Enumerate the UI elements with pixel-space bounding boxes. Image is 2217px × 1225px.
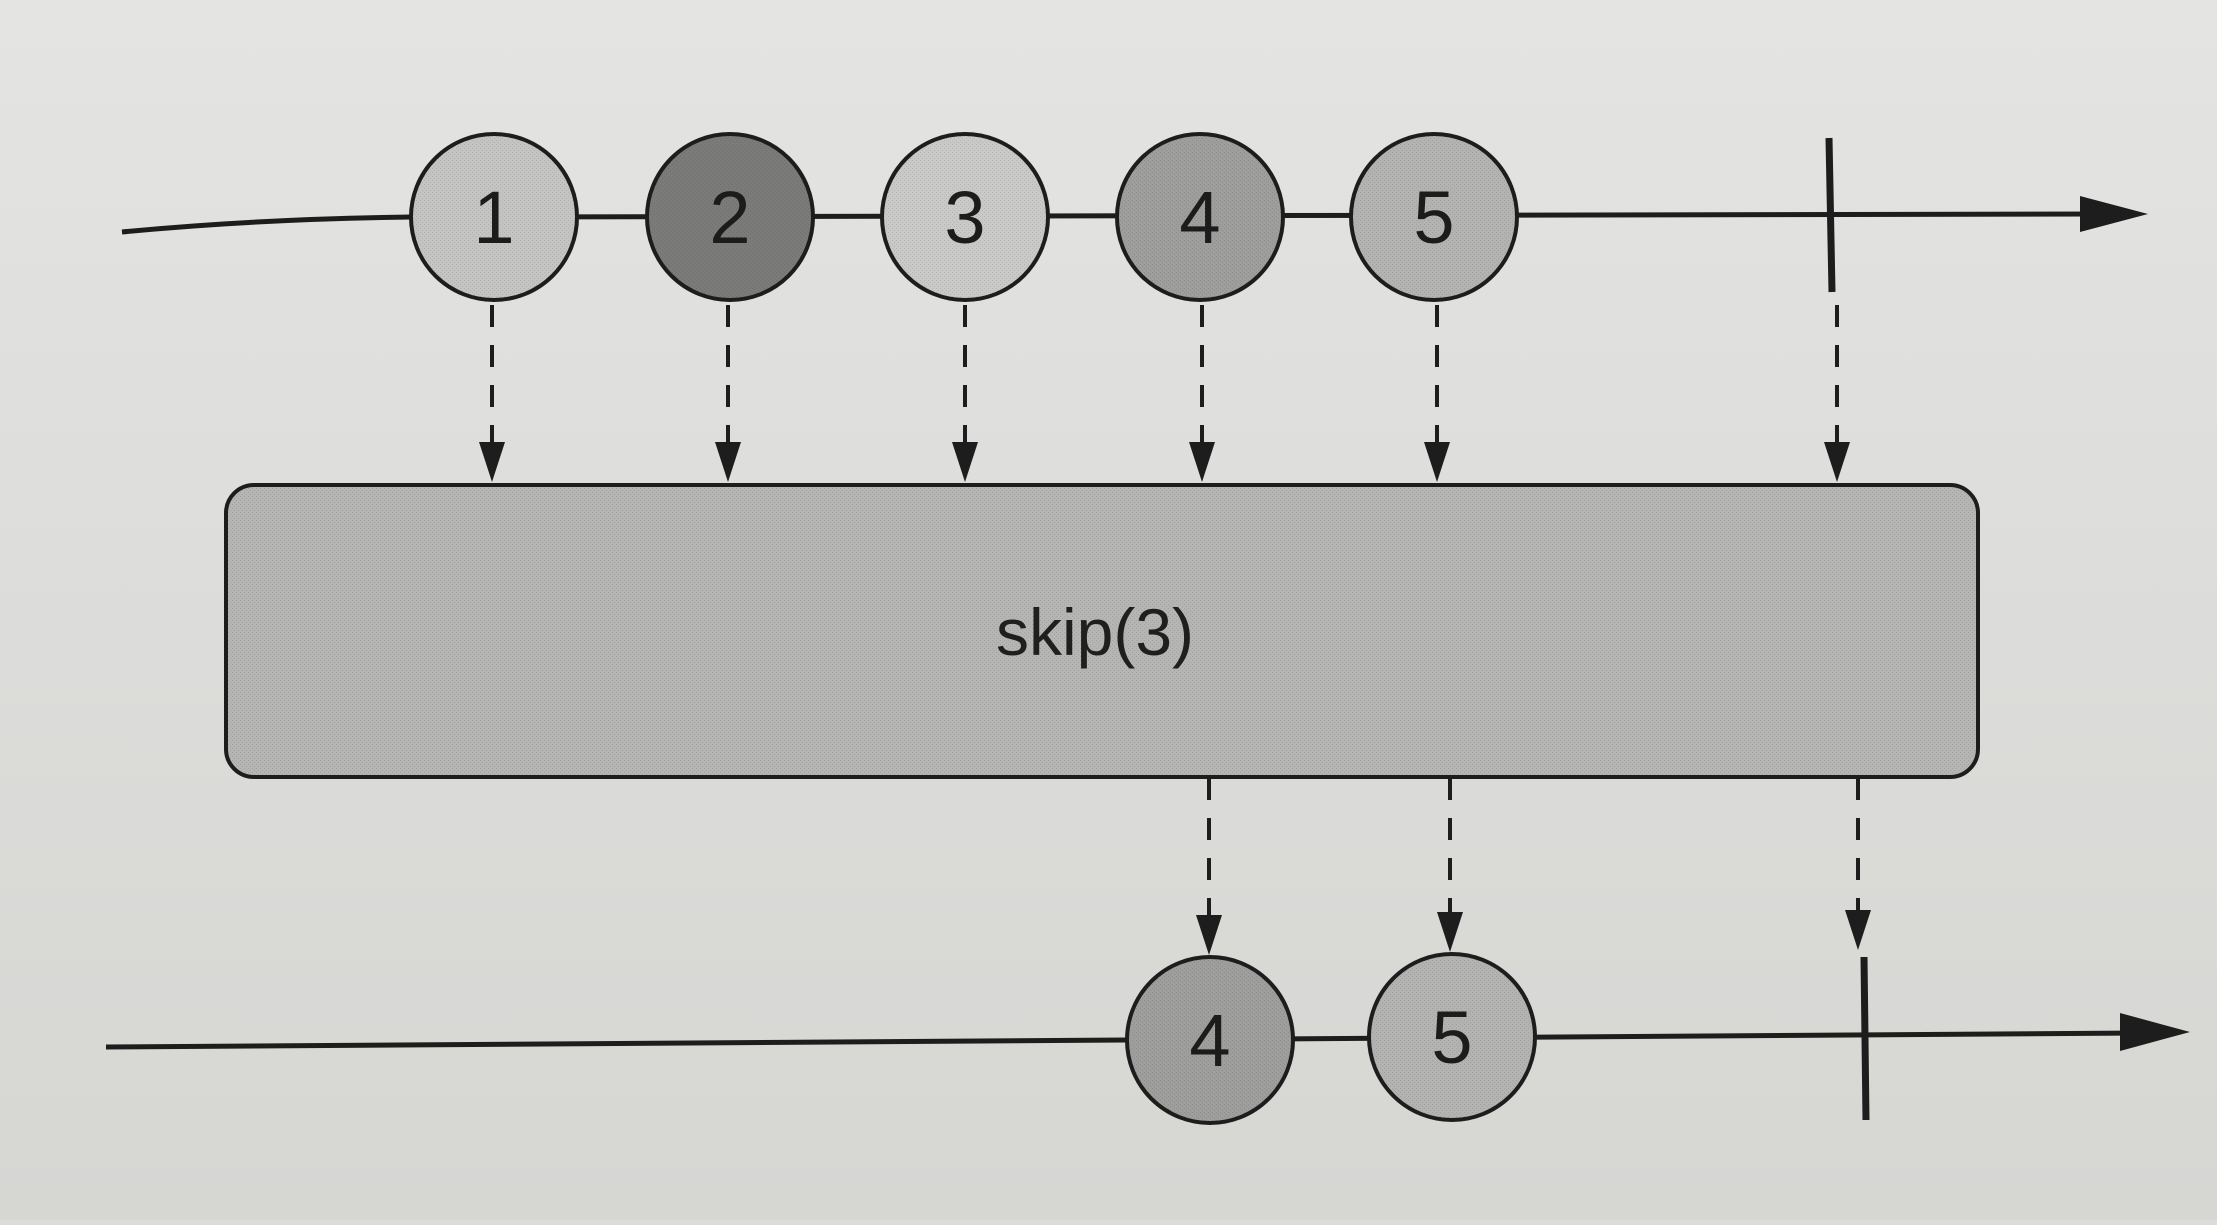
input-marble-1: 1 (409, 132, 579, 302)
output-marble-5: 5 (1367, 952, 1537, 1122)
input-connector-4-head (1189, 442, 1215, 482)
output-marble-4: 4 (1125, 955, 1295, 1125)
input-marble-3-label: 3 (944, 176, 985, 259)
output-marble-4-texture (1129, 959, 1291, 1121)
input-marble-5-texture (1353, 136, 1515, 298)
input-connector-2-head (715, 442, 741, 482)
input-marble-1-texture (413, 136, 575, 298)
output-timeline-arrowhead (2120, 1013, 2190, 1051)
input-marble-4-label: 4 (1179, 176, 1220, 259)
output-connector-5-head (1437, 912, 1463, 952)
output-marble-4-label: 4 (1189, 999, 1230, 1082)
input-marble-2-label: 2 (709, 176, 750, 259)
output-completion-marker (1860, 956, 1870, 1121)
output-connector-4-head (1196, 915, 1222, 955)
operator-box: skip(3) (224, 483, 1980, 779)
input-marble-1-label: 1 (473, 176, 514, 259)
output-connector-complete-head (1845, 910, 1871, 950)
connector-arrows (479, 305, 1871, 955)
output-marble-5-texture (1371, 956, 1533, 1118)
input-marble-3-texture (884, 136, 1046, 298)
output-timeline (105, 1030, 2141, 1050)
input-connector-1-head (479, 442, 505, 482)
input-connector-3-head (952, 442, 978, 482)
input-marble-5-label: 5 (1413, 176, 1454, 259)
input-marble-2: 2 (645, 132, 815, 302)
input-marbles: 1 2 3 4 5 (409, 132, 1519, 302)
operator-label: skip(3) (996, 595, 1194, 669)
input-marble-4: 4 (1115, 132, 1285, 302)
input-connector-6-head (1824, 442, 1850, 482)
input-timeline-arrowhead (2080, 196, 2148, 232)
output-marble-5-label: 5 (1431, 996, 1472, 1079)
input-marble-2-texture (649, 136, 811, 298)
input-connector-5-head (1424, 442, 1450, 482)
input-marble-3: 3 (880, 132, 1050, 302)
input-completion-marker (1825, 137, 1836, 293)
input-marble-4-texture (1119, 136, 1281, 298)
input-marble-5: 5 (1349, 132, 1519, 302)
